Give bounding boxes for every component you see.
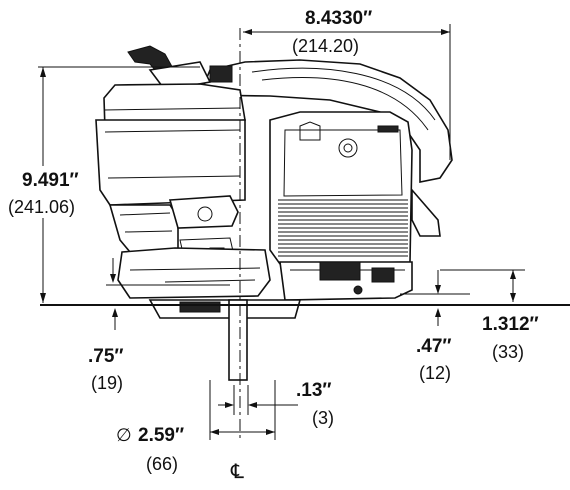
shaft-diameter-mm: (66) xyxy=(146,454,178,474)
mount-height-inches: 1.312″ xyxy=(482,314,539,335)
shaft-offset-mm: (3) xyxy=(312,408,334,428)
height-dimension: 9.491″ (241.06) xyxy=(8,66,200,303)
diameter-symbol: ∅ xyxy=(116,425,132,445)
base-offset-left-mm: (19) xyxy=(91,373,123,393)
height-mm: (241.06) xyxy=(8,197,75,217)
shaft-offset-inches: .13″ xyxy=(296,380,332,401)
base-offset-right-dimension: .47″ (12) xyxy=(400,270,470,383)
width-mm: (214.20) xyxy=(292,36,359,56)
mount-height-mm: (33) xyxy=(492,342,524,362)
mount-height-dimension: 1.312″ (33) xyxy=(440,269,539,362)
width-inches: 8.4330″ xyxy=(305,8,372,29)
base-offset-right-inches: .47″ xyxy=(416,336,452,357)
shaft-offset-dimension: .13″ (3) xyxy=(218,380,334,428)
centerline-symbol: ℄ xyxy=(230,461,244,483)
width-dimension: 8.4330″ (214.20) xyxy=(243,8,451,160)
base-offset-left-inches: .75″ xyxy=(88,346,124,367)
cooling-fins xyxy=(278,199,408,257)
base-offset-right-mm: (12) xyxy=(419,363,451,383)
engine-illustration xyxy=(95,45,453,381)
height-inches: 9.491″ xyxy=(22,170,79,191)
shaft-diameter-dimension: ∅ 2.59″ (66) xyxy=(116,380,276,474)
shaft-diameter-inches: 2.59″ xyxy=(138,425,184,446)
base-offset-left-dimension: .75″ (19) xyxy=(88,258,230,393)
